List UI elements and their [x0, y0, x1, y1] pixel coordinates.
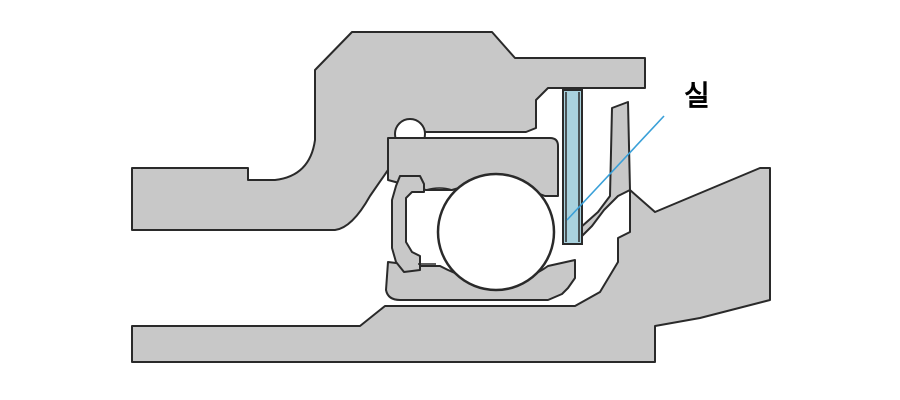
cage-retainer	[391, 175, 425, 273]
housing-body	[131, 31, 646, 231]
callout-label: 실	[684, 79, 710, 112]
cage-contour	[418, 187, 453, 265]
callout-leader-line	[566, 115, 665, 221]
shaft-body	[131, 167, 771, 363]
seal-member	[562, 89, 583, 245]
seal-member-lip	[565, 92, 580, 242]
lip-seal	[579, 101, 631, 239]
bearing-ball	[436, 172, 556, 292]
